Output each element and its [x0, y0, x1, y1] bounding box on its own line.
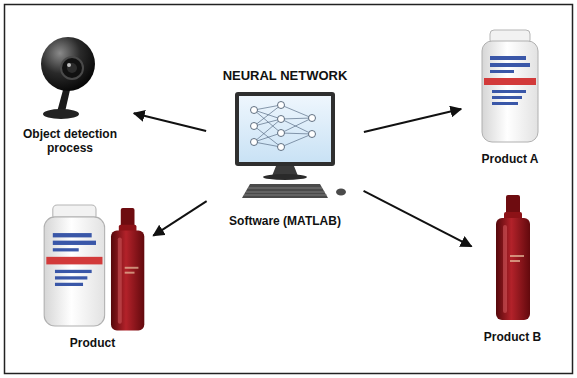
node-label: Product A: [465, 152, 555, 166]
frame: [5, 5, 573, 374]
node-label: Object detection process: [10, 127, 130, 156]
computer-icon: [235, 92, 346, 198]
node-label: Product B: [475, 330, 550, 344]
product-a-bottle: [482, 30, 538, 142]
arrow-connector: [364, 191, 472, 246]
arrow-connector: [153, 201, 206, 235]
software-node: NEURAL NETWORK Software (MATLAB): [210, 68, 360, 233]
product-b-bottle: [496, 195, 530, 320]
heading: NEURAL NETWORK: [210, 68, 360, 84]
product-node: Product: [35, 195, 150, 355]
camera-node: Object detection process: [10, 35, 130, 160]
product-node: Product B: [475, 185, 550, 350]
webcam-icon: [41, 37, 95, 119]
product-bottles: [44, 205, 144, 331]
product-node: Product A: [465, 25, 555, 170]
arrow-connector: [364, 109, 461, 132]
arrow-connector: [134, 113, 206, 131]
node-label: Product: [35, 336, 150, 350]
node-label: Software (MATLAB): [210, 214, 360, 228]
